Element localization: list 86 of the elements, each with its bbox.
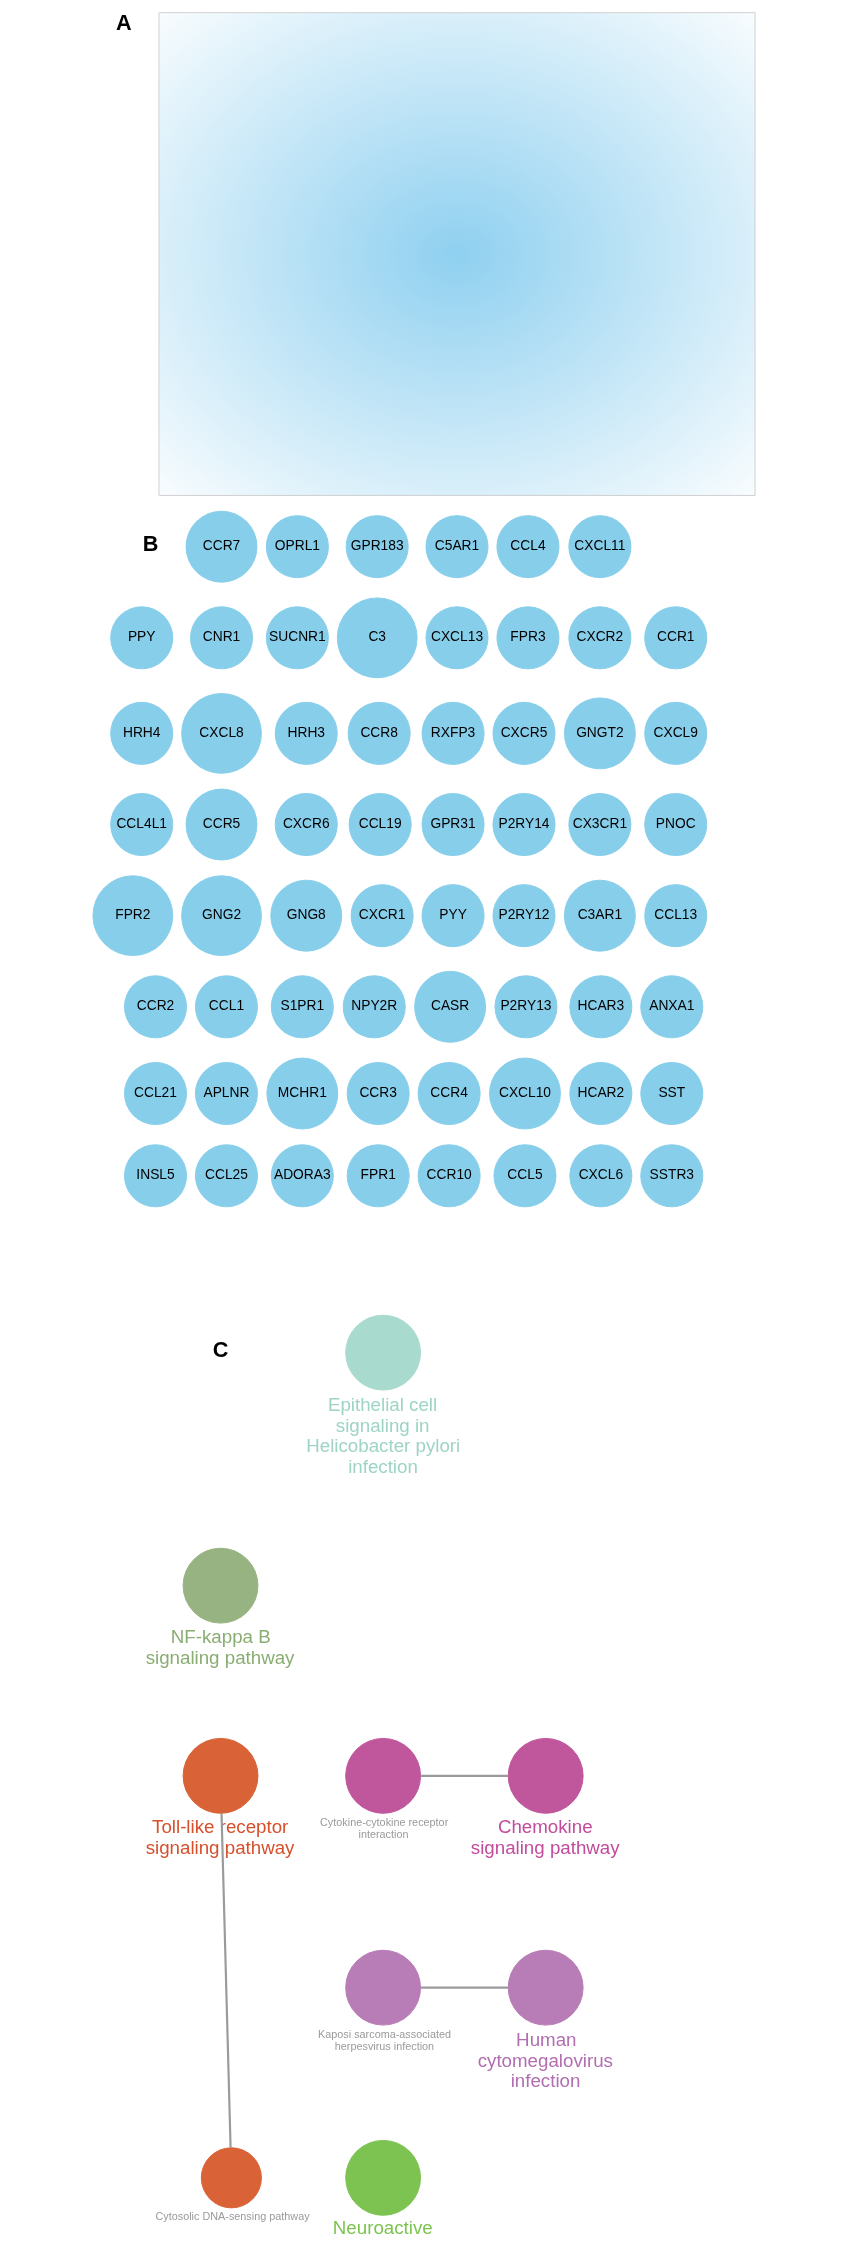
node-circle: CCL21: [123, 1062, 188, 1126]
node-label: Cytokine-cytokine receptor interaction: [320, 1815, 449, 1840]
node-circle: [200, 2147, 262, 2209]
node-label: Neuroactive: [332, 2217, 433, 2239]
node-circle: CCR2: [123, 975, 188, 1039]
node-circle: FPR2: [92, 875, 174, 957]
node-circle: C3AR1: [563, 879, 636, 952]
connector: [220, 1813, 232, 2148]
node-label: Epithelial cell signaling in Helicobacter pylori infection: [306, 1393, 461, 1478]
node-circle: C3: [336, 597, 418, 679]
node-circle: [345, 1737, 422, 1814]
node-circle: SSTR3: [640, 1144, 704, 1208]
connector: [420, 1986, 509, 1989]
node-circle: SST: [640, 1062, 704, 1126]
node-circle: CCL4: [496, 515, 560, 579]
node-circle: FPR1: [346, 1144, 410, 1208]
node-circle: CX3CR1: [568, 793, 632, 857]
node-circle: CXCL10: [489, 1057, 561, 1130]
node-circle: C5AR1: [425, 515, 489, 579]
label: C: [212, 1337, 229, 1363]
node-circle: GPR183: [345, 515, 409, 579]
node-circle: CASR: [414, 970, 487, 1043]
node-circle: PPY: [110, 606, 174, 670]
node-circle: CXCL9: [644, 701, 708, 765]
node-circle: P2RY14: [492, 793, 556, 857]
connector: [420, 1774, 509, 1777]
node-circle: GNG8: [270, 879, 343, 952]
node-circle: P2RY12: [492, 884, 556, 948]
node-circle: P2RY13: [494, 975, 558, 1039]
node-circle: CXCL6: [569, 1144, 633, 1208]
node-circle: ADORA3: [270, 1144, 334, 1208]
node-circle: CXCL11: [568, 515, 632, 579]
node-circle: S1PR1: [270, 975, 334, 1039]
node-circle: CCL4L1: [110, 793, 174, 857]
label: B: [142, 531, 159, 557]
node-circle: CXCR5: [492, 701, 556, 765]
node-label: Cytosolic DNA-sensing pathway: [155, 2210, 310, 2222]
node-circle: CCR8: [347, 701, 411, 765]
node-circle: CCL13: [644, 884, 708, 948]
node-circle: FPR3: [496, 606, 560, 670]
node-circle: [182, 1737, 259, 1814]
node-circle: CCR4: [417, 1062, 481, 1126]
node-circle: CXCR2: [568, 606, 632, 670]
node-circle: MCHR1: [266, 1057, 339, 1130]
node-circle: NPY2R: [342, 975, 406, 1039]
node-circle: CCL1: [194, 975, 258, 1039]
node-label: Kaposi sarcoma-associated herpesvirus infection: [318, 2027, 452, 2052]
node-circle: [345, 1314, 422, 1391]
node-circle: CXCR1: [350, 884, 414, 948]
node-circle: [507, 1737, 584, 1814]
node-circle: CCL25: [194, 1144, 258, 1208]
node-circle: [345, 1949, 422, 2026]
node-circle: GNG2: [181, 875, 262, 957]
node-circle: CCR5: [185, 788, 258, 861]
node-circle: [182, 1547, 259, 1624]
node-circle: CXCL13: [425, 606, 489, 670]
node-circle: [507, 1949, 584, 2026]
node-circle: OPRL1: [265, 515, 329, 579]
node-circle: CCR1: [644, 606, 708, 670]
node-circle: PNOC: [644, 793, 708, 857]
node-circle: CNR1: [190, 606, 254, 670]
node-picture: [158, 12, 756, 496]
node-circle: CCR7: [185, 510, 258, 583]
node-circle: CXCR6: [274, 793, 338, 857]
node-label: Human cytomegalovirus infection: [477, 2029, 613, 2092]
node-circle: GNGT2: [563, 697, 636, 770]
node-circle: HRH3: [274, 701, 338, 765]
node-circle: CCL19: [348, 793, 412, 857]
node-label: Chemokine signaling pathway: [470, 1816, 620, 1858]
node-circle: CXCL8: [181, 693, 262, 774]
label: A: [116, 9, 132, 35]
node-circle: [345, 2139, 422, 2216]
node-label: NF-kappa B signaling pathway: [145, 1626, 295, 1668]
node-circle: RXFP3: [421, 701, 485, 765]
node-circle: INSL5: [123, 1144, 188, 1208]
node-circle: SUCNR1: [265, 606, 329, 670]
node-circle: APLNR: [194, 1062, 258, 1126]
node-circle: HCAR3: [569, 975, 633, 1039]
node-circle: HRH4: [110, 701, 174, 765]
node-circle: HCAR2: [569, 1062, 633, 1126]
node-circle: PYY: [421, 884, 485, 948]
node-circle: CCL5: [493, 1144, 557, 1208]
node-circle: GPR31: [421, 793, 485, 857]
node-circle: CCR3: [346, 1062, 410, 1126]
node-circle: ANXA1: [640, 975, 704, 1039]
node-circle: CCR10: [417, 1144, 481, 1208]
